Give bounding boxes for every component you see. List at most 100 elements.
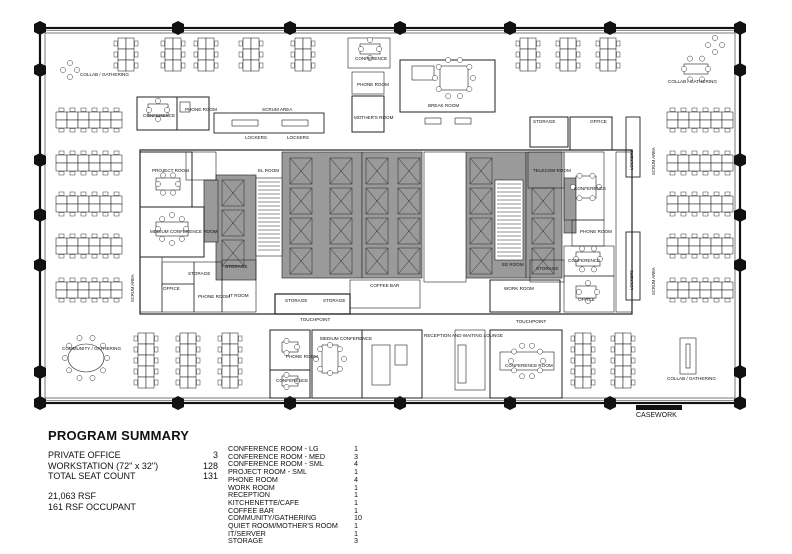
chair [337, 366, 343, 372]
desk [721, 162, 734, 172]
chair [214, 40, 219, 47]
chair [58, 254, 65, 259]
desk [294, 59, 304, 72]
chair [691, 191, 698, 196]
label-scrum-n: SCRUM AREA [262, 107, 293, 112]
chair [702, 233, 709, 238]
chair [193, 51, 198, 58]
desk [666, 203, 679, 213]
column [504, 21, 516, 35]
chair [196, 357, 201, 364]
chair [217, 357, 222, 364]
chair [146, 107, 152, 113]
desk [187, 332, 197, 345]
chair [290, 40, 295, 47]
shaft-cross [397, 157, 421, 185]
desk [110, 289, 123, 299]
desk [710, 203, 723, 213]
chair [713, 191, 720, 196]
desk [88, 237, 101, 247]
chair [570, 184, 576, 190]
chair [175, 357, 180, 364]
column [34, 21, 46, 35]
desk [77, 245, 90, 255]
chair [238, 335, 243, 342]
label-phone-w: PHONE ROOM [198, 294, 230, 299]
desk [205, 37, 215, 50]
label-collab-ne: COLLAB / GATHERING [668, 79, 717, 84]
chair [91, 128, 98, 133]
chair [160, 51, 165, 58]
chair [555, 40, 560, 47]
desk [66, 289, 79, 299]
chair [179, 216, 185, 222]
label-storage-w: STORAGE [188, 271, 210, 276]
shaft-cross [365, 247, 389, 275]
shaft [289, 217, 313, 245]
desk [88, 195, 101, 205]
desk [99, 281, 112, 291]
chair [160, 172, 166, 179]
chair [58, 128, 65, 133]
casework-strip [636, 405, 682, 410]
desk [88, 281, 101, 291]
chair [290, 51, 295, 58]
desk [302, 48, 312, 61]
chair [283, 350, 290, 356]
chair [358, 46, 364, 52]
desk [699, 281, 712, 291]
shaft-cross [531, 187, 555, 215]
desk [66, 154, 79, 164]
shaft [329, 217, 353, 245]
desk [582, 332, 592, 345]
chair [669, 233, 676, 238]
chair [702, 171, 709, 176]
chair [113, 107, 120, 112]
desk [145, 365, 155, 378]
desk [110, 154, 123, 164]
chair [102, 254, 109, 259]
chair [102, 212, 109, 217]
label-reception: RECEPTION AND WAITING LOUNGE [424, 333, 503, 338]
chair [89, 335, 96, 341]
desk [519, 59, 529, 72]
column [284, 21, 296, 35]
chair [67, 60, 73, 66]
desk [172, 59, 182, 72]
chair [579, 245, 585, 252]
chair [134, 62, 139, 69]
chair [238, 379, 243, 386]
rsf-total: 21,063 RSF [48, 491, 97, 501]
desk [55, 281, 68, 291]
label-touchpoint-w: TOUCHPOINT [300, 317, 330, 322]
chair [76, 375, 83, 381]
desk [88, 154, 101, 164]
chair [680, 191, 687, 196]
desk [666, 245, 679, 255]
desk [294, 37, 304, 50]
shaft-cross [469, 157, 493, 185]
desk [721, 111, 734, 121]
chair [570, 346, 575, 353]
label-touchpoint-e: TOUCHPOINT [516, 319, 546, 324]
desk [88, 111, 101, 121]
desk [574, 365, 584, 378]
desk [721, 119, 734, 129]
chair [616, 51, 621, 58]
desk [294, 48, 304, 61]
chair [193, 62, 198, 69]
desk [527, 59, 537, 72]
chair [680, 254, 687, 259]
chair [705, 42, 711, 48]
desk [710, 237, 723, 247]
chair [113, 62, 118, 69]
chair [573, 256, 579, 262]
desk [614, 354, 624, 367]
desk [721, 245, 734, 255]
chair [58, 191, 65, 196]
desk [688, 203, 701, 213]
chair [713, 212, 720, 217]
desk [699, 289, 712, 299]
desk [55, 289, 68, 299]
